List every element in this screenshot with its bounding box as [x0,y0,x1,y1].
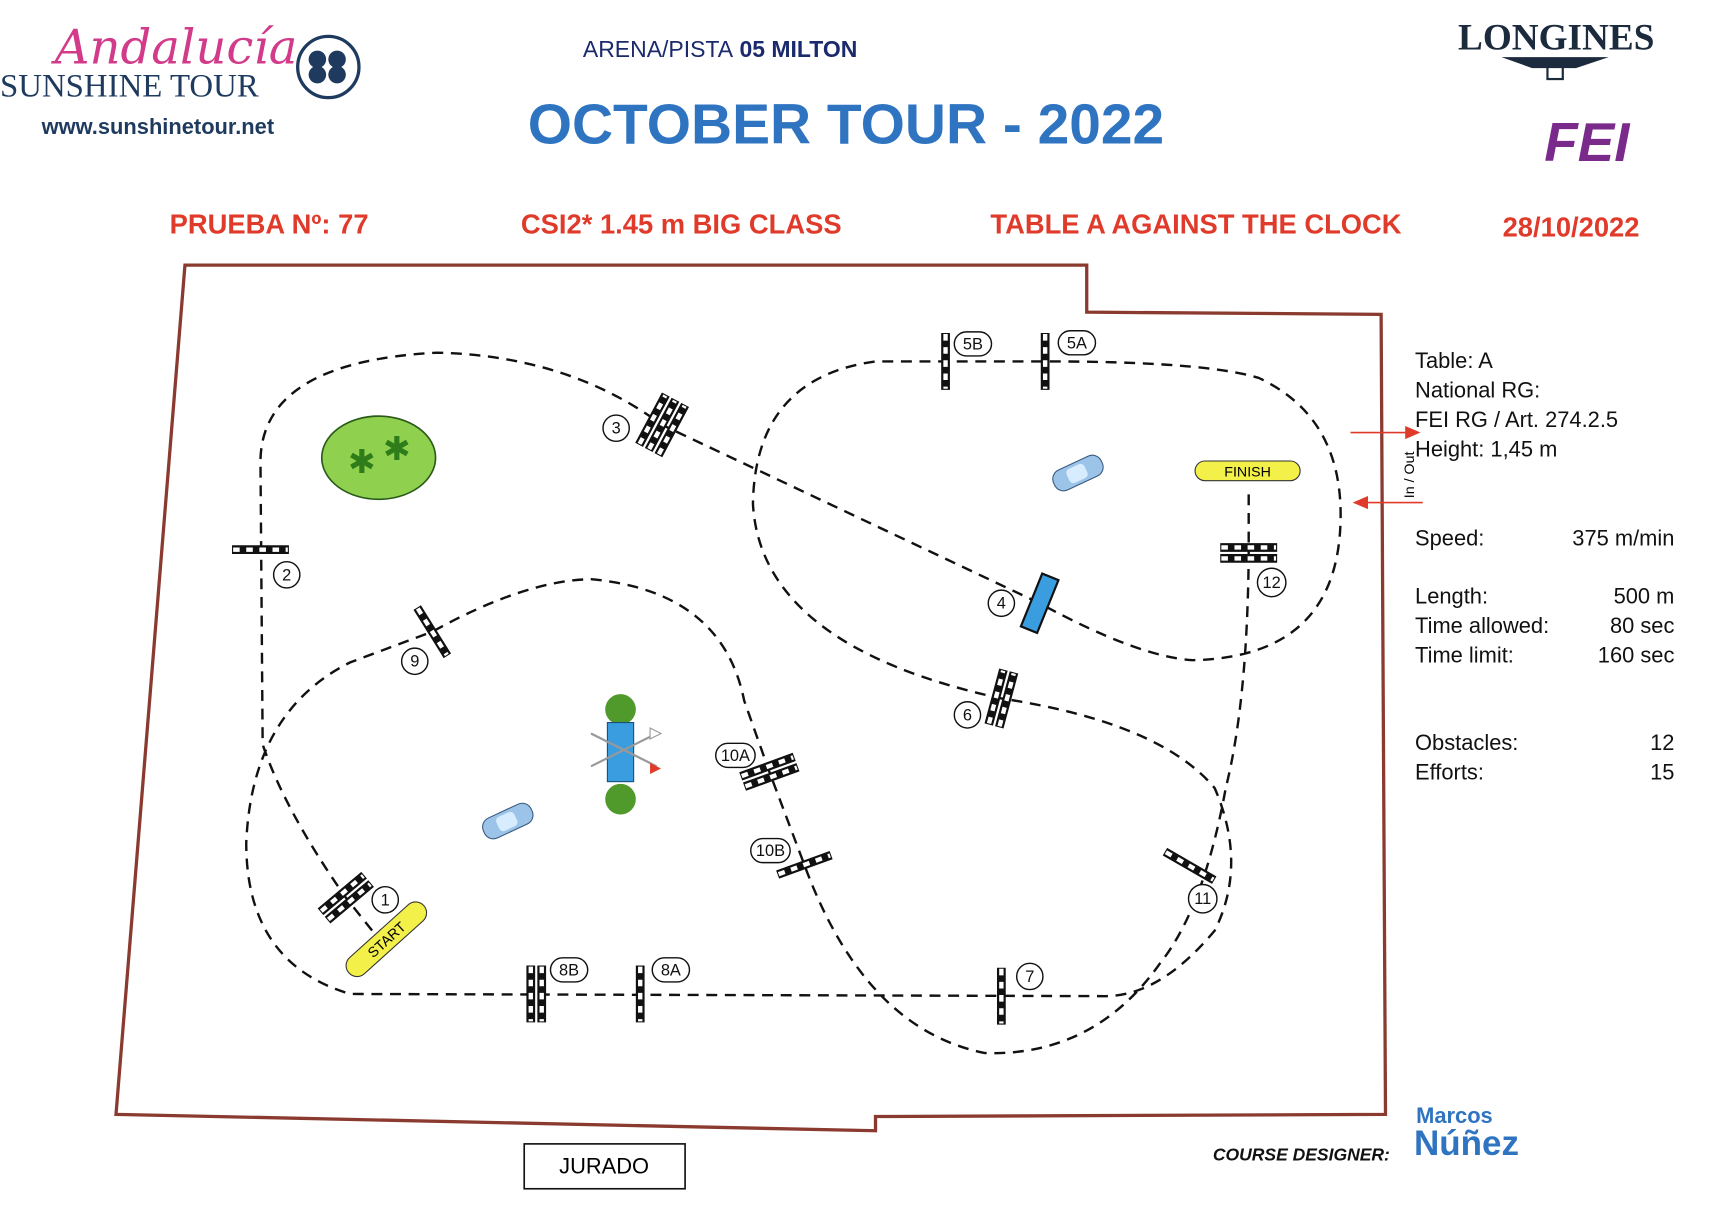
car-icon [482,802,534,840]
svg-text:80 sec: 80 sec [1610,613,1675,638]
prueba-number: PRUEBA Nº: 77 [170,208,369,239]
svg-text:500 m: 500 m [1614,583,1675,608]
andalucia-sunshine-tour-logo: Andalucía SUNSHINE TOUR www.sunshinetour… [0,20,361,139]
svg-text:✱: ✱ [348,443,376,480]
svg-text:1: 1 [381,891,390,909]
svg-text:15: 15 [1650,759,1674,784]
arena-label: ARENA/PISTA 05 MILTON [583,36,857,62]
in-out-gate: In / Out [1350,425,1423,510]
svg-text:✱: ✱ [383,430,411,467]
jury-box: JURADO [523,1143,686,1190]
arena-border [114,263,1388,1133]
page-title: OCTOBER TOUR - 2022 [528,93,1165,157]
logo-tour-text: SUNSHINE TOUR [0,69,259,105]
course-designer-label: COURSE DESIGNER: [1213,1144,1390,1164]
obstacle-10b: 10B [750,837,831,875]
svg-text:9: 9 [410,653,419,671]
garden-bush: ✱✱ [320,415,437,501]
obstacle-8b: 8B [531,957,589,1023]
obstacle-5a: 5A [1045,331,1097,390]
svg-text:5A: 5A [1067,334,1087,352]
svg-text:5B: 5B [963,335,983,353]
obstacle-4: 4 [987,572,1060,635]
class-name: CSI2* 1.45 m BIG CLASS [521,208,842,239]
clover-icon [296,34,361,100]
svg-text:FEI RG / Art. 274.2.5: FEI RG / Art. 274.2.5 [1415,407,1618,432]
svg-text:12: 12 [1263,574,1281,592]
course-route [245,351,1342,1055]
svg-text:Time limit:: Time limit: [1415,642,1514,667]
svg-text:LONGINES: LONGINES [1458,18,1654,59]
svg-text:375 m/min: 375 m/min [1572,525,1674,550]
obstacle-11: 11 [1165,852,1217,914]
svg-text:8A: 8A [661,961,681,979]
svg-text:11: 11 [1194,890,1211,908]
course-info-panel: Table: A National RG: FEI RG / Art. 274.… [1415,348,1674,784]
obstacle-8a: 8A [640,957,691,1023]
obstacle-9: 9 [400,608,448,676]
svg-text:12: 12 [1650,730,1674,755]
svg-text:Obstacles:: Obstacles: [1415,730,1518,755]
obstacle-2: 2 [232,550,301,589]
svg-text:10B: 10B [756,842,785,860]
svg-text:2: 2 [282,566,291,584]
obstacle-10a: 10A [715,742,798,786]
svg-text:Height: 1,45 m: Height: 1,45 m [1415,437,1557,462]
water-obstacle [590,694,663,815]
svg-text:Marcos: Marcos [1416,1103,1493,1128]
svg-text:Speed:: Speed: [1415,525,1484,550]
obstacle-7: 7 [1001,962,1044,1024]
svg-text:In / Out: In / Out [1402,452,1418,499]
svg-text:FINISH: FINISH [1224,464,1271,480]
svg-text:3: 3 [612,420,621,438]
designer-logo: Marcos Núñez [1414,1103,1519,1163]
website-link[interactable]: www.sunshinetour.net [41,114,275,139]
table-type: TABLE A AGAINST THE CLOCK [990,208,1401,239]
svg-text:7: 7 [1025,968,1034,986]
obstacle-5b: 5B [946,332,993,390]
obstacle-6: 6 [953,670,1014,729]
svg-text:8B: 8B [559,961,579,979]
car-icon [1052,454,1104,492]
svg-text:4: 4 [997,595,1006,613]
svg-text:JURADO: JURADO [559,1153,649,1178]
obstacle-3: 3 [602,395,685,456]
competition-date: 28/10/2022 [1503,212,1640,243]
svg-text:Efforts:: Efforts: [1415,759,1484,784]
longines-logo: LONGINES [1458,18,1654,81]
finish-line: FINISH [1194,460,1301,482]
svg-text:Length:: Length: [1415,583,1488,608]
svg-text:National RG:: National RG: [1415,378,1540,403]
svg-text:Núñez: Núñez [1414,1124,1519,1163]
obstacle-1: 1 [321,875,400,920]
svg-text:10A: 10A [721,747,750,765]
svg-text:160 sec: 160 sec [1598,642,1675,667]
svg-text:6: 6 [963,706,972,724]
fei-logo: FEI [1544,111,1631,173]
svg-text:Table: A: Table: A [1415,348,1493,373]
obstacle-12: 12 [1220,547,1287,598]
svg-text:Time allowed:: Time allowed: [1415,613,1549,638]
logo-brand-text: Andalucía [51,20,298,76]
